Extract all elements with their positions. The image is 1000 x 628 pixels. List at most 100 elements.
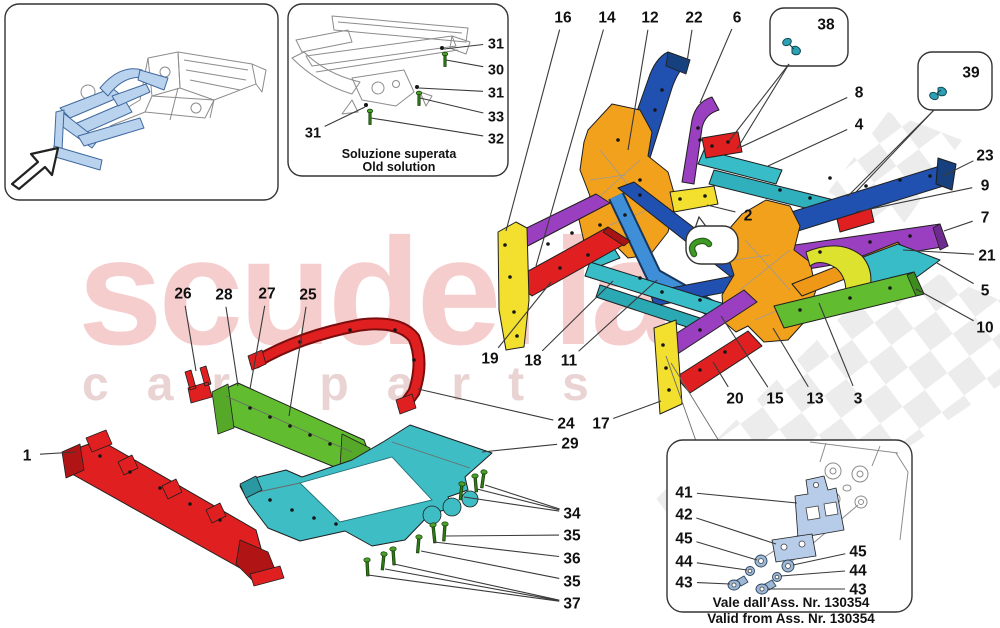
old-solution-caption-it: Soluzione superata	[342, 147, 458, 161]
leader-line-32	[370, 117, 484, 137]
leader-line-18	[541, 280, 614, 352]
bracket-caption-en: Valid from Ass. Nr. 130354	[707, 611, 875, 626]
callout-4: 4	[855, 117, 864, 134]
watermark-line1: scuderia	[78, 207, 677, 377]
leader-line-37	[367, 574, 560, 602]
fastener-bolts-green	[363, 469, 488, 577]
leader-line-27	[249, 305, 266, 390]
callout-35: 35	[563, 574, 581, 591]
leader-line-6	[699, 28, 733, 104]
callout-13: 13	[806, 391, 824, 408]
part-bracket-red-8	[701, 131, 743, 159]
callout-45: 45	[849, 544, 867, 561]
bracket-inset-pointer-lines	[665, 355, 720, 442]
leader-line-12	[627, 29, 649, 151]
part-plate-yellow-left-16	[497, 221, 530, 351]
callout-20: 20	[726, 391, 743, 408]
direction-arrow-icon	[10, 146, 60, 191]
callout-16: 16	[554, 10, 572, 27]
leader-line-41	[696, 492, 798, 504]
callout-41: 41	[675, 485, 693, 502]
callout-6: 6	[733, 10, 742, 27]
leader-line-16	[505, 29, 561, 232]
callout-22: 22	[685, 10, 702, 27]
callout-11: 11	[561, 353, 578, 370]
callout-36: 36	[563, 551, 581, 568]
callout-35: 35	[563, 528, 581, 545]
callout-bubble-39	[917, 51, 993, 111]
leader-line-44	[696, 562, 748, 571]
leader-line-34	[476, 488, 560, 511]
washers-45	[754, 554, 795, 573]
leader-line-37	[384, 568, 560, 602]
leader-line-43	[696, 582, 731, 585]
leader-line-5	[936, 262, 974, 285]
callout-27: 27	[258, 286, 275, 303]
callout-8: 8	[855, 85, 864, 102]
part-upright-purple-6	[681, 96, 720, 185]
callout-28: 28	[215, 287, 233, 304]
callout-43: 43	[849, 582, 867, 599]
callout-bubble-38	[769, 7, 849, 67]
callout-3: 3	[854, 391, 863, 408]
old-solution-fasteners	[364, 46, 449, 125]
leader-line-22	[686, 29, 693, 63]
part-crossmember-red-1	[61, 429, 285, 587]
leader-line-3	[818, 302, 854, 387]
watermark-line2: car parts	[82, 358, 627, 411]
callout-29: 29	[561, 436, 579, 453]
leader-line-9	[855, 187, 973, 213]
leader-line-8	[740, 96, 848, 148]
part-plate-yellow-17	[653, 319, 683, 415]
chassis-highlighted-structure	[51, 68, 169, 171]
leader-line-34	[463, 496, 560, 512]
callout-30: 30	[488, 63, 504, 79]
callout-39: 39	[962, 65, 980, 82]
callout-25: 25	[299, 287, 317, 304]
leader-line-20	[712, 361, 729, 388]
leader-line-39	[855, 109, 935, 193]
fastener-pair-icon	[782, 37, 801, 56]
callout-23: 23	[976, 148, 994, 165]
part-rollover-hoop-red-24	[247, 317, 426, 415]
callout-31: 31	[488, 37, 504, 53]
leader-line-36	[433, 541, 560, 558]
callout-45: 45	[675, 531, 693, 548]
bolt-hole-dots	[98, 88, 932, 526]
leader-line-35	[445, 534, 560, 537]
leader-line-2	[706, 204, 736, 213]
callout-9: 9	[981, 178, 990, 195]
old-solution-underbody-art	[291, 15, 471, 115]
leader-line-29	[481, 443, 558, 453]
leader-line-23	[942, 160, 974, 177]
callout-33: 33	[488, 110, 504, 126]
leader-line-37	[393, 563, 560, 601]
leader-line-30	[445, 59, 484, 68]
leader-line-21	[902, 249, 975, 255]
callout-26: 26	[174, 286, 192, 303]
old-solution-caption-en: Old solution	[363, 160, 436, 174]
bracket-caption-it: Vale dall’Ass. Nr. 130354	[713, 595, 870, 610]
callout-bubble-40	[685, 215, 739, 265]
part-rear-subframe-teal-29	[239, 424, 493, 547]
callout-21: 21	[978, 248, 996, 265]
callout-32: 32	[488, 132, 504, 148]
shim-plate-42	[771, 533, 817, 563]
leader-line-34	[484, 484, 560, 510]
callout-37: 37	[563, 596, 580, 613]
part-bracket-yellow-2	[669, 185, 719, 213]
callout-5: 5	[981, 283, 990, 300]
leader-line-31	[324, 106, 366, 127]
leader-line-10	[915, 288, 974, 322]
bolts-43	[727, 575, 777, 595]
callout-17: 17	[592, 416, 609, 433]
leader-line-11	[578, 279, 658, 352]
callout-7: 7	[981, 210, 990, 227]
nuts-44	[745, 566, 782, 582]
leader-line-1	[39, 451, 77, 455]
